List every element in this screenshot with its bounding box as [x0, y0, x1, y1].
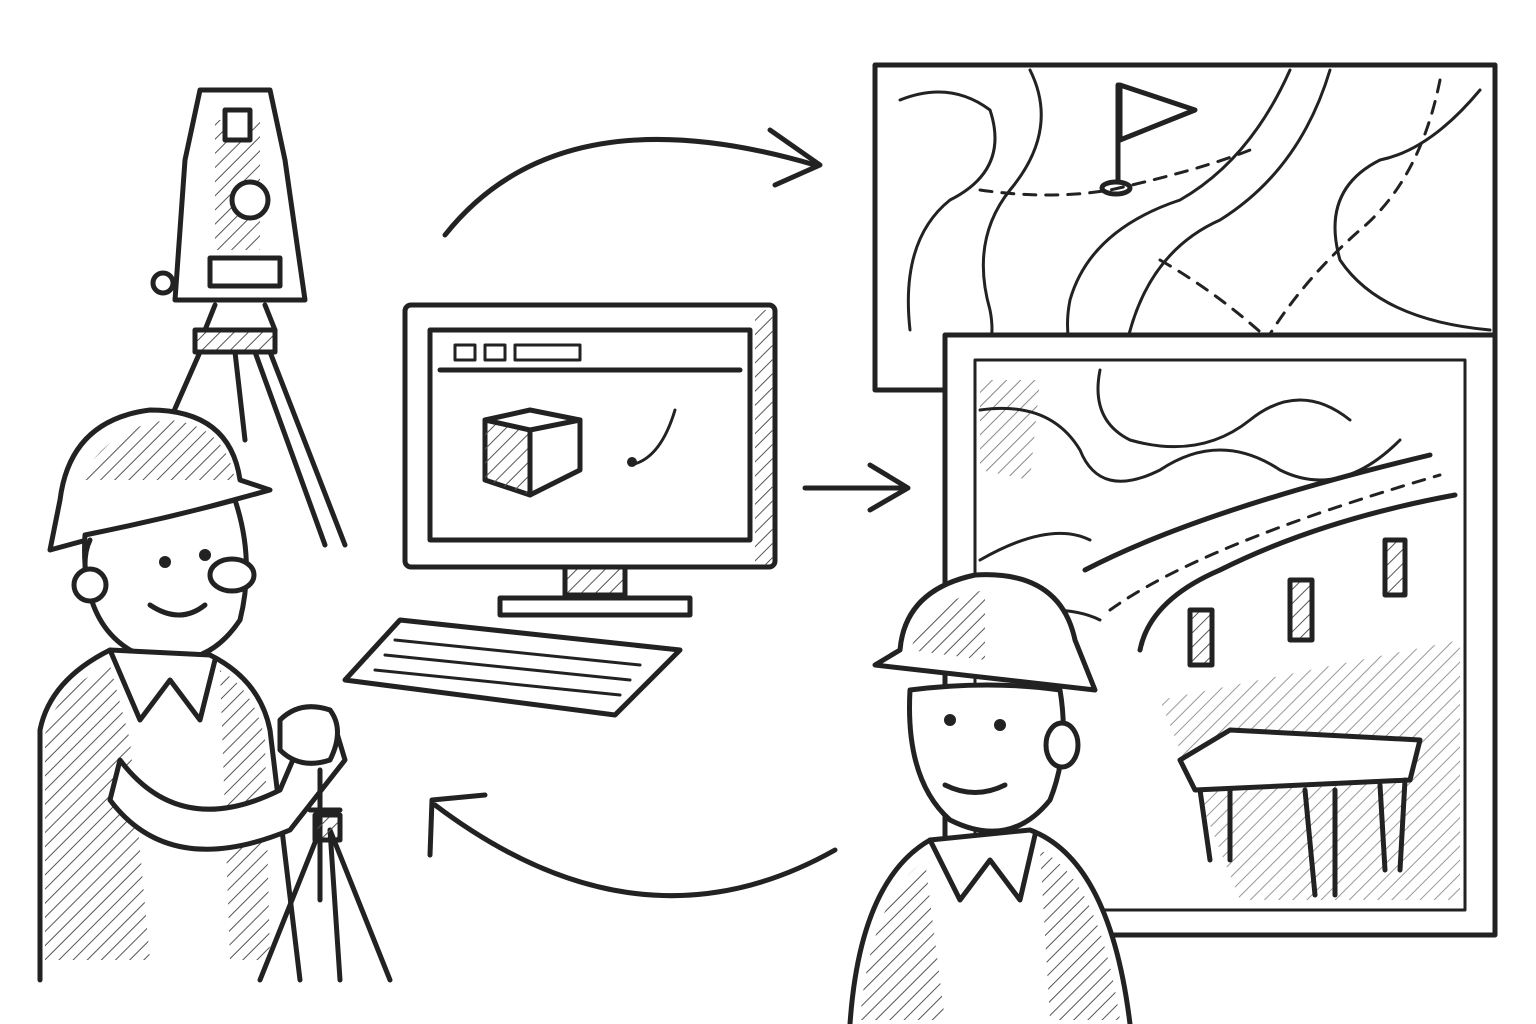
- arrow-icon: [442, 127, 823, 238]
- arrow-icon: [802, 462, 911, 513]
- total-station-icon: [150, 87, 348, 548]
- computer-icon: [402, 302, 778, 618]
- surveyor-icon: [37, 407, 393, 983]
- arrow-icon: [427, 792, 838, 899]
- keyboard-icon: [342, 617, 683, 718]
- engineer-icon: [847, 572, 1133, 1024]
